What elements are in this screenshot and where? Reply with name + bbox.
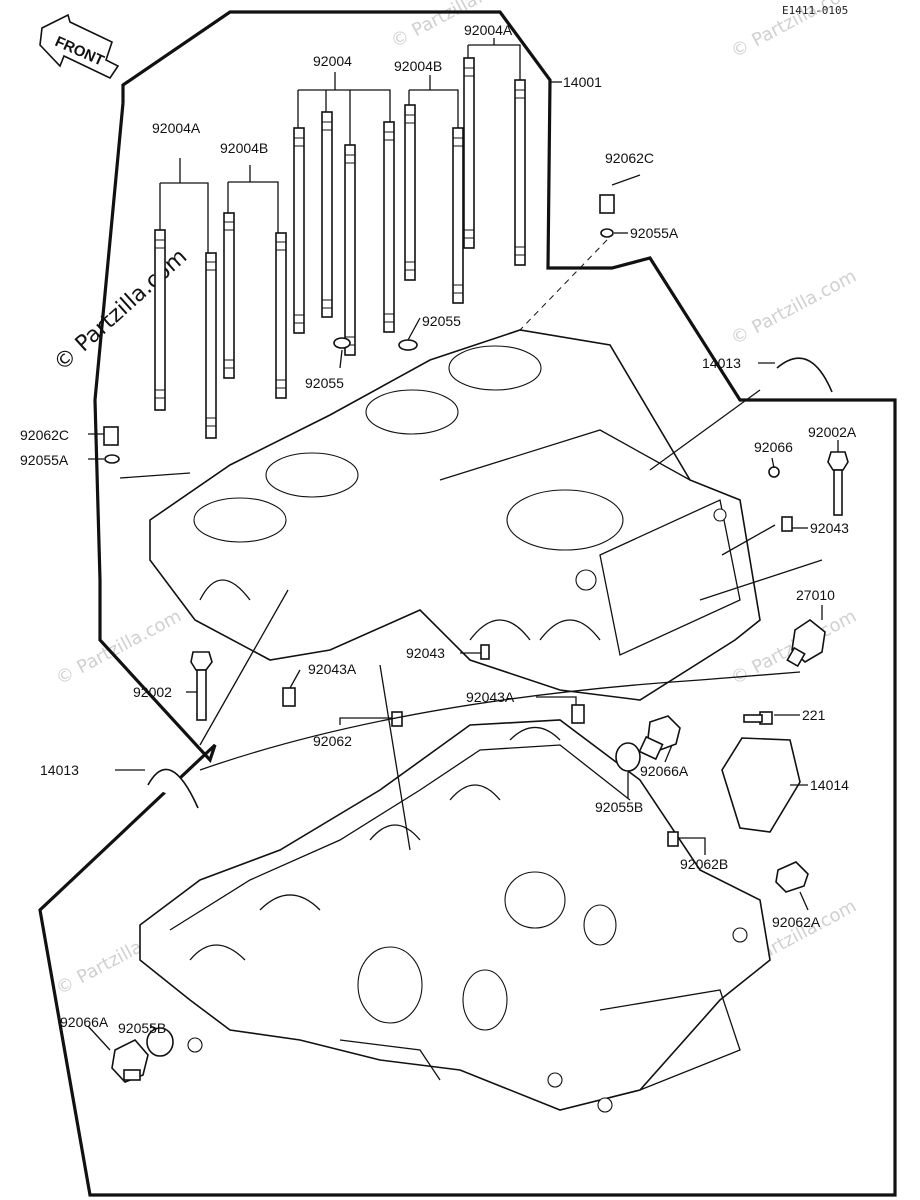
label-92043A-right: 92043A (466, 689, 515, 705)
label-92004A-left: 92004A (152, 120, 201, 136)
dowel-92043A-right (571, 704, 585, 724)
label-221: 221 (802, 707, 826, 723)
label-14014: 14014 (810, 777, 849, 793)
label-92055A-right: 92055A (630, 225, 679, 241)
o-ring-92055B-left (146, 1027, 174, 1057)
dowel-92043-mid (480, 644, 490, 660)
lower-crankcase (139, 719, 771, 1113)
label-92062C-left: 92062C (20, 427, 69, 443)
seal-14013-left (147, 768, 199, 809)
stud-92004B-top-2 (452, 127, 464, 304)
stud-92004-1 (293, 127, 305, 334)
part-labels: 14001 92004 92004B 92004A 92004A 92004B … (20, 22, 857, 1036)
label-92043-mid: 92043 (406, 645, 445, 661)
plug-92066A-right (638, 715, 681, 761)
screw-221 (743, 711, 773, 725)
watermark-right-upper: © Partzilla.com (727, 266, 860, 350)
group-outline-14001 (38, 10, 897, 1197)
bolt-92002A (827, 451, 849, 516)
stud-92004B-left-2 (275, 232, 287, 399)
label-92066: 92066 (754, 439, 793, 455)
dowel-92043A-left (282, 687, 296, 707)
stud-92004A-top-2 (514, 79, 526, 266)
stud-92004-4 (383, 121, 395, 333)
label-92062C-right: 92062C (605, 150, 654, 166)
o-ring-92055-mid (333, 337, 351, 349)
label-92002: 92002 (133, 684, 172, 700)
o-ring-92055A-right (600, 228, 614, 238)
label-92004A-top: 92004A (464, 22, 513, 38)
label-92002A: 92002A (808, 424, 857, 440)
stud-92004-2 (321, 111, 333, 318)
label-92055B-right: 92055B (595, 799, 643, 815)
label-92004-top: 92004 (313, 53, 352, 69)
label-92043-right: 92043 (810, 520, 849, 536)
stud-92004A-left-2 (205, 252, 217, 439)
o-ring-92055B-right (615, 742, 641, 772)
dowel-92062C-right (599, 194, 615, 214)
front-arrow-badge: FRONT (39, 13, 120, 80)
ball-92066 (768, 466, 780, 478)
watermark-left-dark: © Partzilla.com (49, 244, 192, 376)
label-92055-right: 92055 (422, 313, 461, 329)
label-92004B-top: 92004B (394, 58, 442, 74)
label-92004B-left: 92004B (220, 140, 268, 156)
stud-92004A-left-1 (154, 229, 166, 411)
plug-92062B (667, 831, 679, 847)
stud-92004A-top-1 (463, 57, 475, 249)
label-92066A-right: 92066A (640, 763, 689, 779)
label-14013-right: 14013 (702, 355, 741, 371)
stud-92004B-top-1 (404, 104, 416, 281)
plug-92066A-left (111, 1039, 149, 1083)
label-92066A-left: 92066A (60, 1014, 109, 1030)
label-92043A-left: 92043A (308, 661, 357, 677)
label-14001: 14001 (563, 74, 602, 90)
stud-92004-3 (344, 144, 356, 356)
o-ring-92055A-left (104, 454, 120, 464)
o-ring-92055-right (398, 339, 418, 351)
cover-14014 (721, 737, 801, 833)
small-parts (103, 194, 849, 1083)
bolt-92002 (190, 651, 213, 721)
dowel-92062C-left (103, 426, 119, 446)
studs (154, 57, 526, 439)
diagram-code: E1411-0105 (782, 4, 848, 17)
label-92055-mid: 92055 (305, 375, 344, 391)
label-92055A-left: 92055A (20, 452, 69, 468)
assembly-lines (119, 239, 823, 851)
plug-92062A (775, 861, 809, 893)
label-92055B-left: 92055B (118, 1020, 166, 1036)
leader-lines (87, 38, 839, 1051)
label-14013-left: 14013 (40, 762, 79, 778)
seal-14013-right (776, 357, 833, 393)
label-92062: 92062 (313, 733, 352, 749)
label-92062A: 92062A (772, 914, 821, 930)
label-27010: 27010 (796, 587, 835, 603)
upper-crankcase (149, 329, 761, 701)
oil-pressure-switch-27010 (786, 619, 826, 668)
watermark-left-mid: © Partzilla.com (52, 606, 185, 690)
label-92062B: 92062B (680, 856, 728, 872)
stud-92004B-left-1 (223, 212, 235, 379)
dowel-92043-right (781, 516, 793, 532)
